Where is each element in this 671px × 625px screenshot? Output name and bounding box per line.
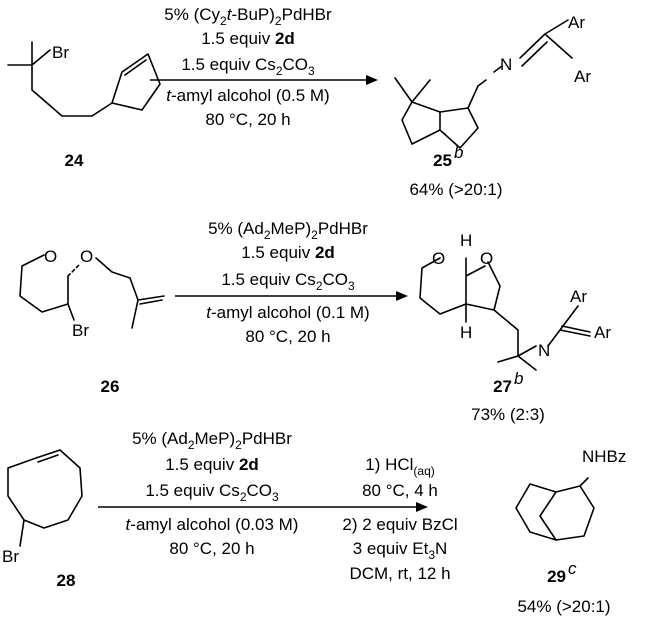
r2-product-atom-o-furan: O bbox=[480, 249, 493, 268]
r2-starting-material-label: 26 bbox=[101, 377, 120, 396]
r2-sm-atom-o-ring: O bbox=[44, 247, 57, 266]
r2-product-footnote: b bbox=[514, 369, 523, 388]
r3-condition-solvent: t-amyl alcohol (0.03 M) bbox=[126, 515, 299, 534]
r1-condition-temp: 80 °C, 20 h bbox=[205, 110, 290, 129]
r2-product-label: 27 bbox=[493, 377, 512, 396]
r3-starting-material-label: 28 bbox=[57, 571, 76, 590]
r2-product-atom-n: N bbox=[538, 341, 550, 360]
r3-step2-acid: 1) HCl(aq) bbox=[365, 455, 435, 478]
r3-condition-temp: 80 °C, 20 h bbox=[169, 539, 254, 558]
r1-condition-base: 1.5 equiv Cs2CO3 bbox=[181, 55, 315, 78]
reaction-2: 5% (Ad2MeP)2PdHBr 1.5 equiv 2d 1.5 equiv… bbox=[19, 219, 611, 424]
r2-product-atom-h-top: H bbox=[460, 231, 472, 250]
r2-condition-catalyst: 5% (Ad2MeP)2PdHBr bbox=[208, 219, 368, 242]
r1-condition-solvent: t-amyl alcohol (0.5 M) bbox=[166, 86, 329, 105]
reaction-3: 5% (Ad2MeP)2PdHBr 1.5 equiv 2d 1.5 equiv… bbox=[2, 429, 626, 616]
r2-arrowhead bbox=[396, 291, 408, 301]
r2-yield: 73% (2:3) bbox=[471, 405, 545, 424]
r1-condition-catalyst: 5% (Cy2t-BuP)2PdHBr bbox=[164, 5, 332, 28]
r1-product-atom-ar2: Ar bbox=[574, 67, 591, 86]
r2-condition-base: 1.5 equiv Cs2CO3 bbox=[221, 270, 355, 293]
r1-product-structure: N Ar Ar bbox=[394, 13, 591, 149]
r2-product-atom-o-ring: O bbox=[432, 249, 445, 268]
r3-starting-material-structure: Br bbox=[2, 449, 83, 566]
r3-product-structure: NHBz bbox=[515, 447, 626, 541]
r3-condition-catalyst: 5% (Ad2MeP)2PdHBr bbox=[132, 429, 292, 452]
r2-condition-reagent: 1.5 equiv 2d bbox=[241, 243, 335, 262]
r2-product-atom-ar1: Ar bbox=[570, 287, 587, 306]
r3-arrowhead bbox=[416, 502, 428, 512]
r1-arrowhead bbox=[366, 75, 378, 85]
r2-condition-solvent: t-amyl alcohol (0.1 M) bbox=[206, 303, 369, 322]
r2-condition-temp: 80 °C, 20 h bbox=[245, 327, 330, 346]
r3-yield: 54% (>20:1) bbox=[517, 597, 610, 616]
r1-starting-material-label: 24 bbox=[65, 151, 84, 170]
r3-condition-reagent: 1.5 equiv 2d bbox=[165, 455, 259, 474]
r3-product-atom-nhbz: NHBz bbox=[582, 447, 626, 466]
r2-product-atom-ar2: Ar bbox=[594, 323, 611, 342]
r3-step2-base: 3 equiv Et3N bbox=[353, 539, 448, 562]
r2-product-atom-h-bottom: H bbox=[460, 323, 472, 342]
r1-product-atom-n: N bbox=[500, 55, 512, 74]
r3-step2-bzcl: 2) 2 equiv BzCl bbox=[342, 515, 457, 534]
r1-condition-reagent: 1.5 equiv 2d bbox=[201, 29, 295, 48]
r2-sm-atom-o-ether: O bbox=[80, 247, 93, 266]
r3-step2-solvent: DCM, rt, 12 h bbox=[349, 564, 450, 583]
r2-sm-atom-br: Br bbox=[72, 321, 89, 340]
r1-product-label: 25 bbox=[433, 151, 452, 170]
r2-starting-material-structure: O O Br bbox=[19, 247, 165, 340]
r3-product-label: 29 bbox=[547, 567, 566, 586]
r1-yield: 64% (>20:1) bbox=[409, 180, 502, 199]
r1-product-footnote: b bbox=[454, 143, 463, 162]
r1-sm-atom-br: Br bbox=[52, 43, 69, 62]
r3-step2-temp: 80 °C, 4 h bbox=[362, 481, 438, 500]
r3-product-footnote: c bbox=[568, 559, 577, 578]
r1-starting-material-structure: Br bbox=[7, 41, 161, 117]
r2-product-structure: H O O H N Ar Ar bbox=[419, 231, 611, 371]
r3-condition-base: 1.5 equiv Cs2CO3 bbox=[145, 481, 279, 504]
r1-product-atom-ar1: Ar bbox=[568, 13, 585, 32]
reaction-1: 5% (Cy2t-BuP)2PdHBr 1.5 equiv 2d 1.5 equ… bbox=[7, 5, 591, 199]
r3-sm-atom-br: Br bbox=[2, 547, 19, 566]
